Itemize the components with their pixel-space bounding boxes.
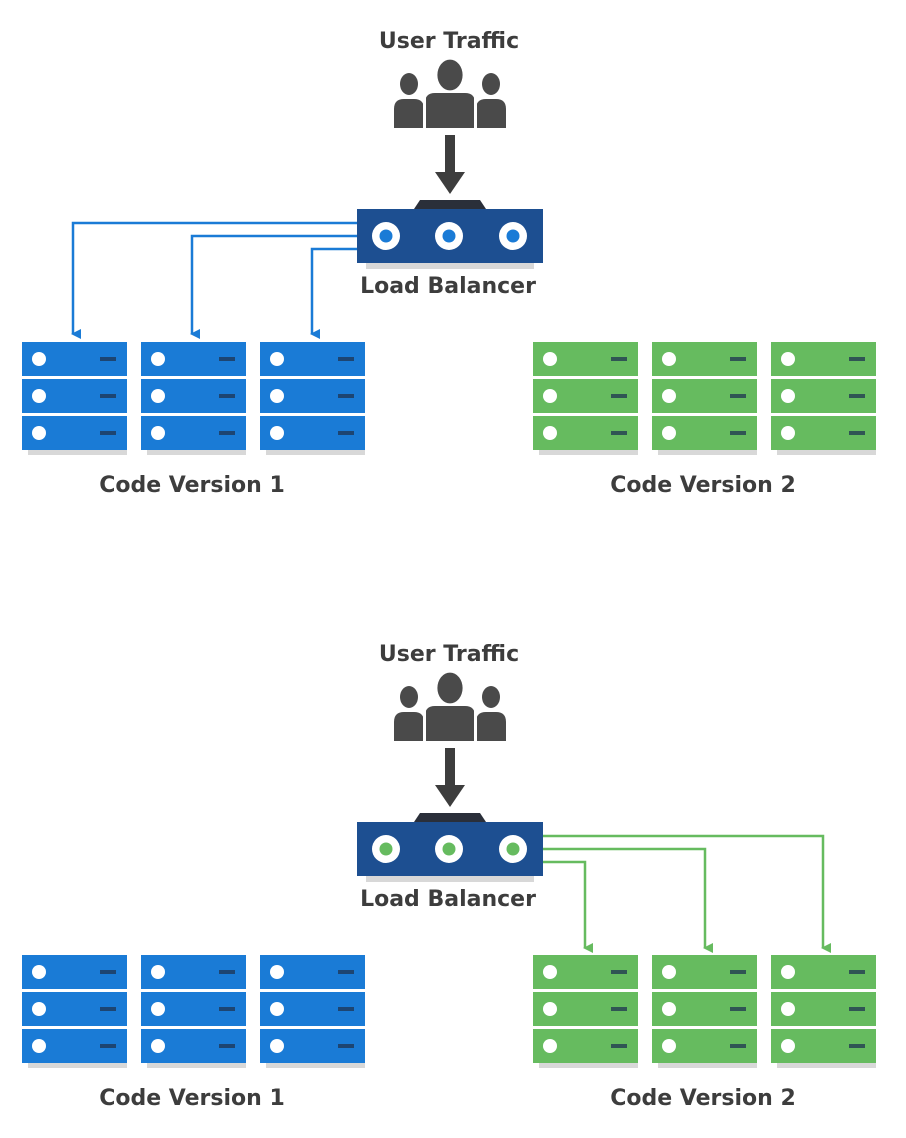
server-cluster-version-1 — [22, 955, 365, 1068]
status-dot — [435, 835, 463, 863]
cluster-label-version-2: Code Version 2 — [610, 473, 796, 498]
load-balancer-label: Load Balancer — [360, 274, 536, 299]
cluster-label-version-2: Code Version 2 — [610, 1086, 796, 1111]
server-rack-icon — [771, 342, 876, 455]
server-rack-icon — [533, 955, 638, 1068]
user-traffic-label: User Traffic — [379, 29, 519, 54]
server-cluster-version-2 — [533, 955, 876, 1068]
server-rack-icon — [652, 342, 757, 455]
server-rack-icon — [771, 955, 876, 1068]
traffic-arrow — [435, 748, 465, 807]
load-balancer-icon — [357, 813, 543, 882]
user-traffic-label: User Traffic — [379, 642, 519, 667]
person-shape — [394, 73, 424, 128]
server-rack-icon — [141, 342, 246, 455]
status-dot — [372, 835, 400, 863]
traffic-arrow — [435, 135, 465, 194]
server-cluster-version-2 — [533, 342, 876, 455]
users-icon — [394, 672, 506, 741]
load-balancer-icon — [357, 200, 543, 269]
person-shape — [476, 686, 506, 741]
cluster-label-version-1: Code Version 1 — [99, 1086, 285, 1111]
person-shape — [476, 73, 506, 128]
panel-2: User Traffic Load Balancer Code Version … — [22, 642, 876, 1111]
users-icon — [394, 59, 506, 128]
person-shape — [394, 686, 424, 741]
server-rack-icon — [141, 955, 246, 1068]
server-rack-icon — [22, 342, 127, 455]
server-cluster-version-1 — [22, 342, 365, 455]
server-rack-icon — [260, 955, 365, 1068]
routing-lines-version-2 — [543, 834, 831, 953]
person-shape — [423, 59, 477, 128]
panel-1: User Traffic Load Balancer Code Version … — [22, 29, 876, 498]
server-rack-icon — [22, 955, 127, 1068]
status-dot — [435, 222, 463, 250]
status-dot — [499, 835, 527, 863]
routing-lines-version-1 — [71, 221, 357, 339]
cluster-label-version-1: Code Version 1 — [99, 473, 285, 498]
person-shape — [423, 672, 477, 741]
load-balancer-label: Load Balancer — [360, 887, 536, 912]
status-dot — [372, 222, 400, 250]
server-rack-icon — [652, 955, 757, 1068]
server-rack-icon — [260, 342, 365, 455]
status-dot — [499, 222, 527, 250]
server-rack-icon — [533, 342, 638, 455]
